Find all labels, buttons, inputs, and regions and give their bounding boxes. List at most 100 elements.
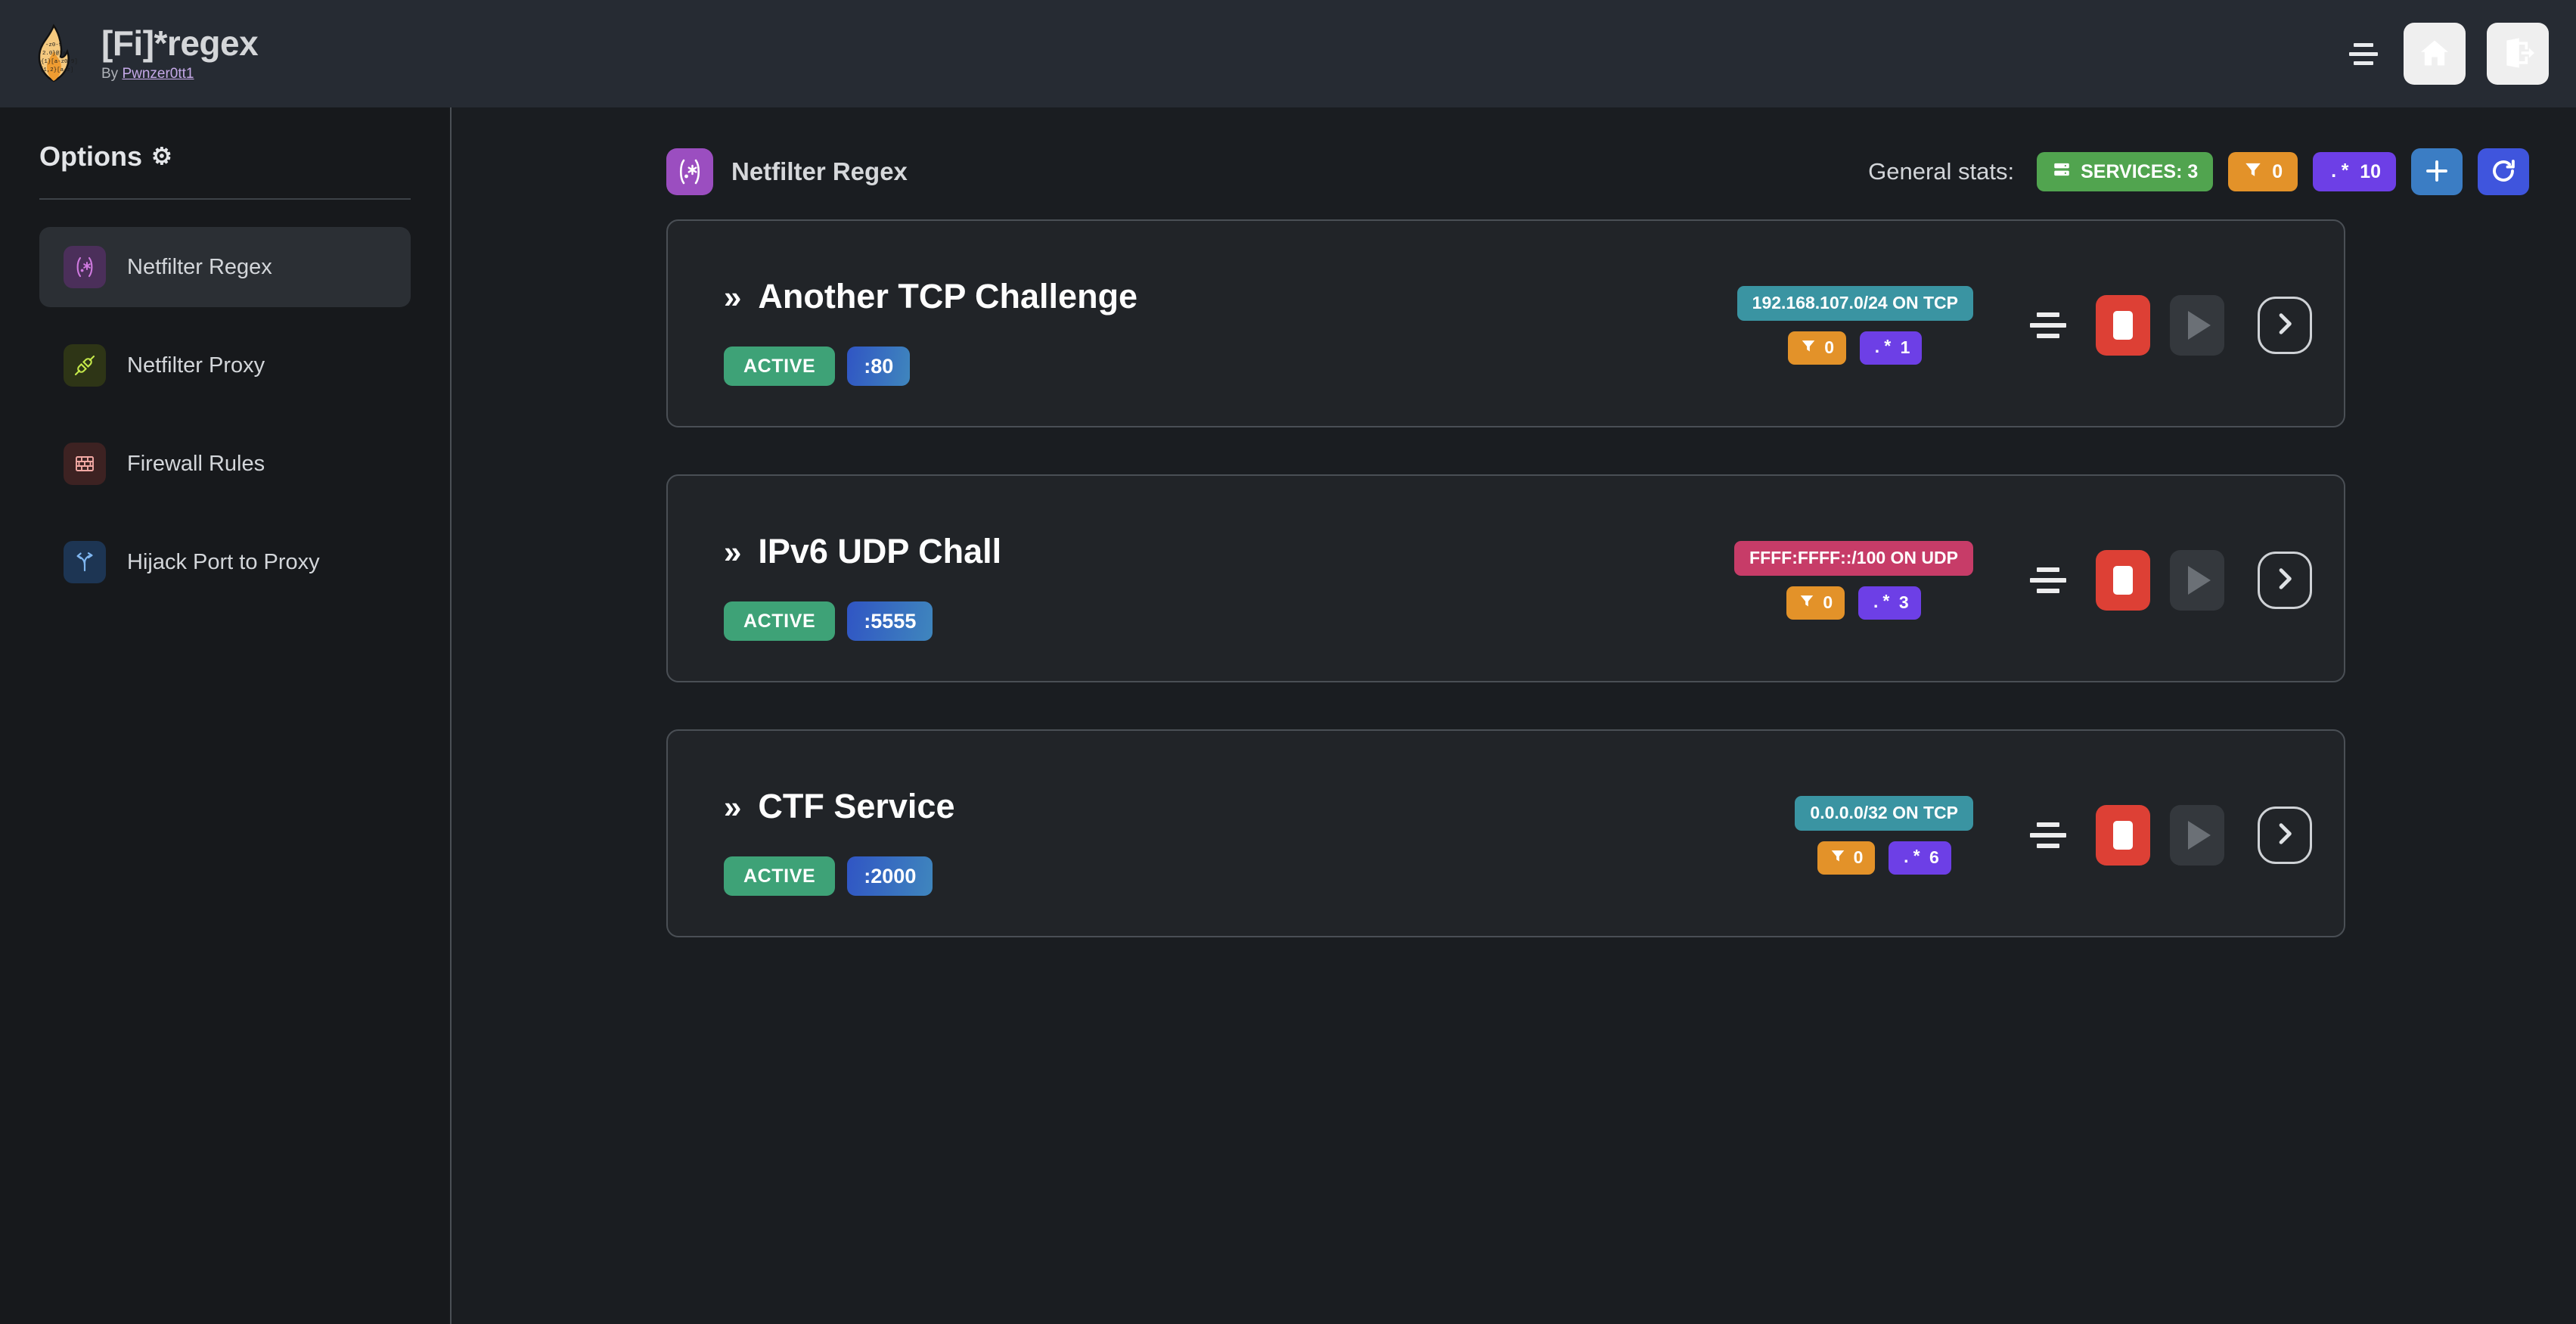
- add-service-button[interactable]: [2411, 148, 2463, 195]
- filters-stat-badge: 0: [2228, 152, 2298, 191]
- settings-lines-icon[interactable]: [2028, 309, 2070, 342]
- settings-lines-icon[interactable]: [2028, 564, 2070, 597]
- filter-icon: [2243, 160, 2263, 185]
- chevron-right-icon: [2272, 311, 2298, 339]
- stop-icon: [2113, 310, 2133, 340]
- status-badge: ACTIVE: [724, 601, 836, 641]
- service-name-row: » CTF Service: [724, 787, 954, 826]
- play-icon: [2188, 820, 2211, 850]
- stop-icon: [2113, 820, 2133, 850]
- service-info: » Another TCP Challenge ACTIVE :80: [724, 277, 1137, 386]
- service-details-button[interactable]: [2258, 806, 2312, 864]
- port-badge: :2000: [847, 856, 933, 896]
- service-card[interactable]: » CTF Service ACTIVE :2000 0.0.0.0/32 ON…: [666, 729, 2345, 937]
- stop-icon: [2113, 565, 2133, 595]
- regex-glyph-icon: .*: [1872, 337, 1893, 358]
- filter-count-badge: 0: [1788, 331, 1847, 365]
- home-button[interactable]: [2404, 23, 2466, 85]
- regexes-stat-text: 10: [2360, 160, 2381, 182]
- play-icon: [2188, 310, 2211, 340]
- service-name: Another TCP Challenge: [758, 277, 1138, 315]
- service-counters: 0 .* 1: [1788, 331, 1923, 365]
- main-content: Netfilter Regex General stats: SERVICES:…: [453, 107, 2576, 1324]
- main-topbar: Netfilter Regex General stats: SERVICES:…: [453, 107, 2576, 195]
- service-details-button[interactable]: [2258, 296, 2312, 354]
- gear-icon: ⚙: [151, 143, 172, 169]
- sidebar-item-firewall-rules[interactable]: Firewall Rules: [39, 424, 411, 504]
- sidebar-title-label: Options: [39, 141, 142, 172]
- page-title: [Fi]*regex: [101, 23, 259, 63]
- service-badges: ACTIVE :80: [724, 347, 1137, 386]
- service-info: » IPv6 UDP Chall ACTIVE :5555: [724, 532, 1001, 641]
- hamburger-menu-icon[interactable]: [2348, 41, 2382, 67]
- sidebar-item-netfilter-proxy[interactable]: Netfilter Proxy: [39, 325, 411, 406]
- service-name-row: » Another TCP Challenge: [724, 277, 1137, 316]
- server-stack-icon: [2052, 160, 2072, 185]
- sidebar-item-label: Netfilter Regex: [127, 254, 272, 279]
- regexes-stat-badge: .* 10: [2313, 152, 2396, 191]
- filter-count-badge: 0: [1817, 841, 1876, 875]
- logout-button[interactable]: [2487, 23, 2549, 85]
- start-service-button[interactable]: [2170, 804, 2224, 866]
- service-counters: 0 .* 3: [1786, 586, 1921, 620]
- service-counters: 0 .* 6: [1817, 841, 1951, 875]
- section-title: Netfilter Regex: [731, 157, 908, 185]
- filter-count: 0: [1823, 592, 1833, 612]
- refresh-icon: [2490, 157, 2517, 187]
- brand: -z0-9 2.0}@[a {1}[a-z0-9] {1,2}[a-z] [Fi…: [0, 23, 259, 84]
- stop-service-button[interactable]: [2096, 804, 2150, 866]
- filters-stat-text: 0: [2272, 160, 2283, 182]
- service-details-button[interactable]: [2258, 551, 2312, 609]
- author-link[interactable]: Pwnzer0tt1: [122, 66, 194, 82]
- sidebar-item-label: Netfilter Proxy: [127, 353, 265, 378]
- logout-icon: [2501, 36, 2534, 72]
- plug-connect-icon: [64, 344, 106, 387]
- service-name: IPv6 UDP Chall: [758, 532, 1002, 570]
- plus-icon: [2423, 157, 2450, 187]
- general-stats-label: General stats:: [1868, 158, 2015, 185]
- service-badges: ACTIVE :2000: [724, 856, 954, 896]
- service-card[interactable]: » Another TCP Challenge ACTIVE :80 192.1…: [666, 219, 2345, 427]
- sidebar-item-label: Hijack Port to Proxy: [127, 549, 320, 574]
- port-badge: :80: [847, 347, 911, 386]
- sidebar-title: Options ⚙: [39, 107, 411, 172]
- refresh-button[interactable]: [2478, 148, 2529, 195]
- service-name: CTF Service: [758, 787, 955, 825]
- regex-glyph-icon: .*: [2328, 160, 2351, 183]
- sidebar-item-hijack-port-to-proxy[interactable]: Hijack Port to Proxy: [39, 522, 411, 602]
- chevron-right-icon: [2272, 821, 2298, 849]
- stop-service-button[interactable]: [2096, 549, 2150, 611]
- settings-lines-icon[interactable]: [2028, 819, 2070, 852]
- network-badge: FFFF:FFFF::/100 ON UDP: [1734, 540, 1973, 576]
- byline-prefix: By: [101, 66, 123, 82]
- regex-icon: [64, 246, 106, 288]
- service-controls: 192.168.107.0/24 ON TCP 0 .* 1: [1736, 221, 2312, 429]
- filter-count: 0: [1853, 847, 1864, 867]
- filter-count: 0: [1824, 337, 1835, 357]
- service-meta: 192.168.107.0/24 ON TCP 0 .* 1: [1736, 285, 1973, 365]
- svg-text:2.0}@[a: 2.0}@[a: [42, 51, 67, 57]
- regex-count: 1: [1900, 337, 1910, 357]
- svg-text:{1}[a-z0-9]: {1}[a-z0-9]: [41, 59, 78, 65]
- regex-count-badge: .* 3: [1858, 586, 1921, 620]
- sidebar-item-netfilter-regex[interactable]: Netfilter Regex: [39, 227, 411, 307]
- double-chevron-icon: »: [724, 279, 742, 315]
- chevron-right-icon: [2272, 566, 2298, 594]
- regex-icon: [666, 148, 713, 195]
- sidebar-divider: [39, 198, 411, 200]
- stop-service-button[interactable]: [2096, 294, 2150, 356]
- service-badges: ACTIVE :5555: [724, 601, 1001, 641]
- filter-icon: [1830, 847, 1846, 869]
- status-badge: ACTIVE: [724, 856, 836, 896]
- start-service-button[interactable]: [2170, 549, 2224, 611]
- service-card[interactable]: » IPv6 UDP Chall ACTIVE :5555 FFFF:FFFF:…: [666, 474, 2345, 682]
- service-controls: 0.0.0.0/32 ON TCP 0 .* 6: [1795, 731, 2312, 939]
- service-controls: FFFF:FFFF::/100 ON UDP 0 .* 3: [1734, 476, 2312, 684]
- filter-icon: [1799, 592, 1815, 614]
- filter-count-badge: 0: [1786, 586, 1845, 620]
- filter-icon: [1800, 337, 1817, 359]
- byline: By Pwnzer0tt1: [101, 66, 258, 82]
- start-service-button[interactable]: [2170, 294, 2224, 356]
- regex-glyph-icon: .*: [1870, 592, 1892, 613]
- service-info: » CTF Service ACTIVE :2000: [724, 787, 954, 896]
